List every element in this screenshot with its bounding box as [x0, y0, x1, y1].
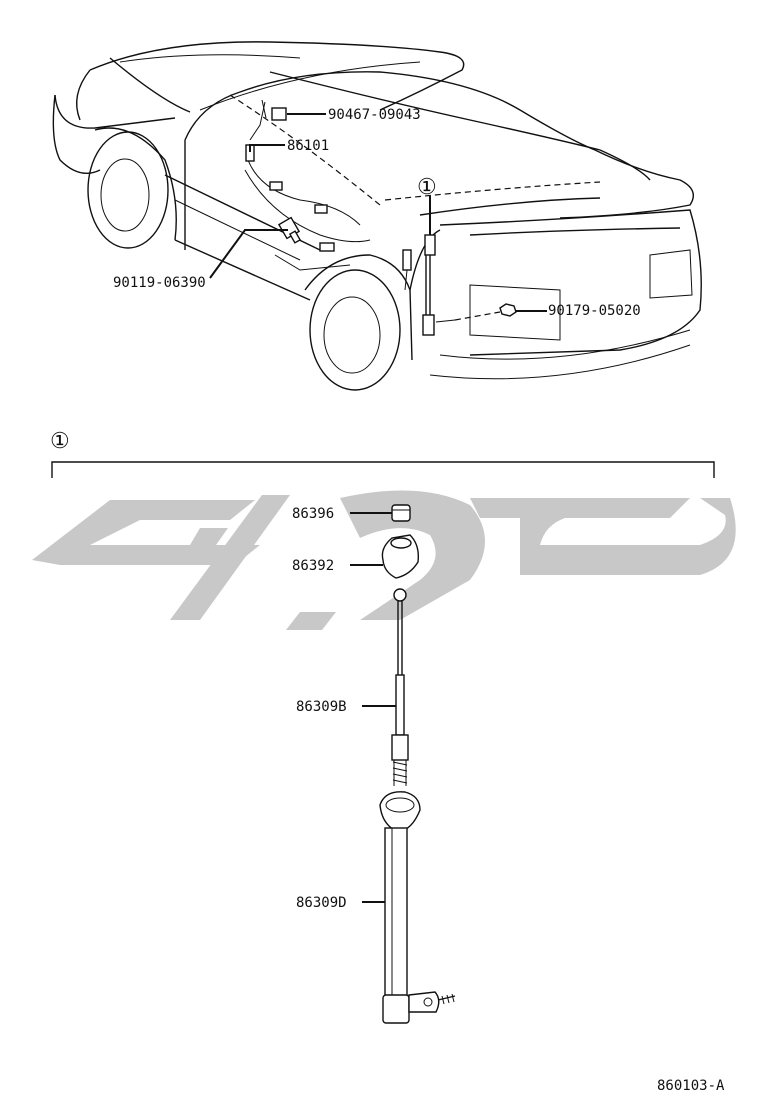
leader-lines-top [209, 113, 547, 312]
watermark-logo [32, 490, 736, 630]
callout-86309b: 86309B [296, 699, 347, 715]
figure-code: 860103-A [657, 1078, 725, 1094]
callout-86101: 86101 [287, 138, 329, 154]
callout-90179-05020: 90179-05020 [548, 303, 641, 319]
callout-86396: 86396 [292, 506, 334, 522]
callout-90119-06390: 90119-06390 [113, 275, 206, 291]
callout-86309d: 86309D [296, 895, 347, 911]
car-illustration [52, 41, 702, 391]
callout-90467-09043: 90467-09043 [328, 107, 421, 123]
group-bracket [51, 461, 715, 478]
callout-86392: 86392 [292, 558, 334, 574]
leader-lines-bottom [350, 512, 396, 903]
antenna-exploded-view [379, 504, 456, 1024]
group-marker-bottom: ① [50, 429, 70, 454]
group-marker-top: ① [417, 175, 437, 200]
